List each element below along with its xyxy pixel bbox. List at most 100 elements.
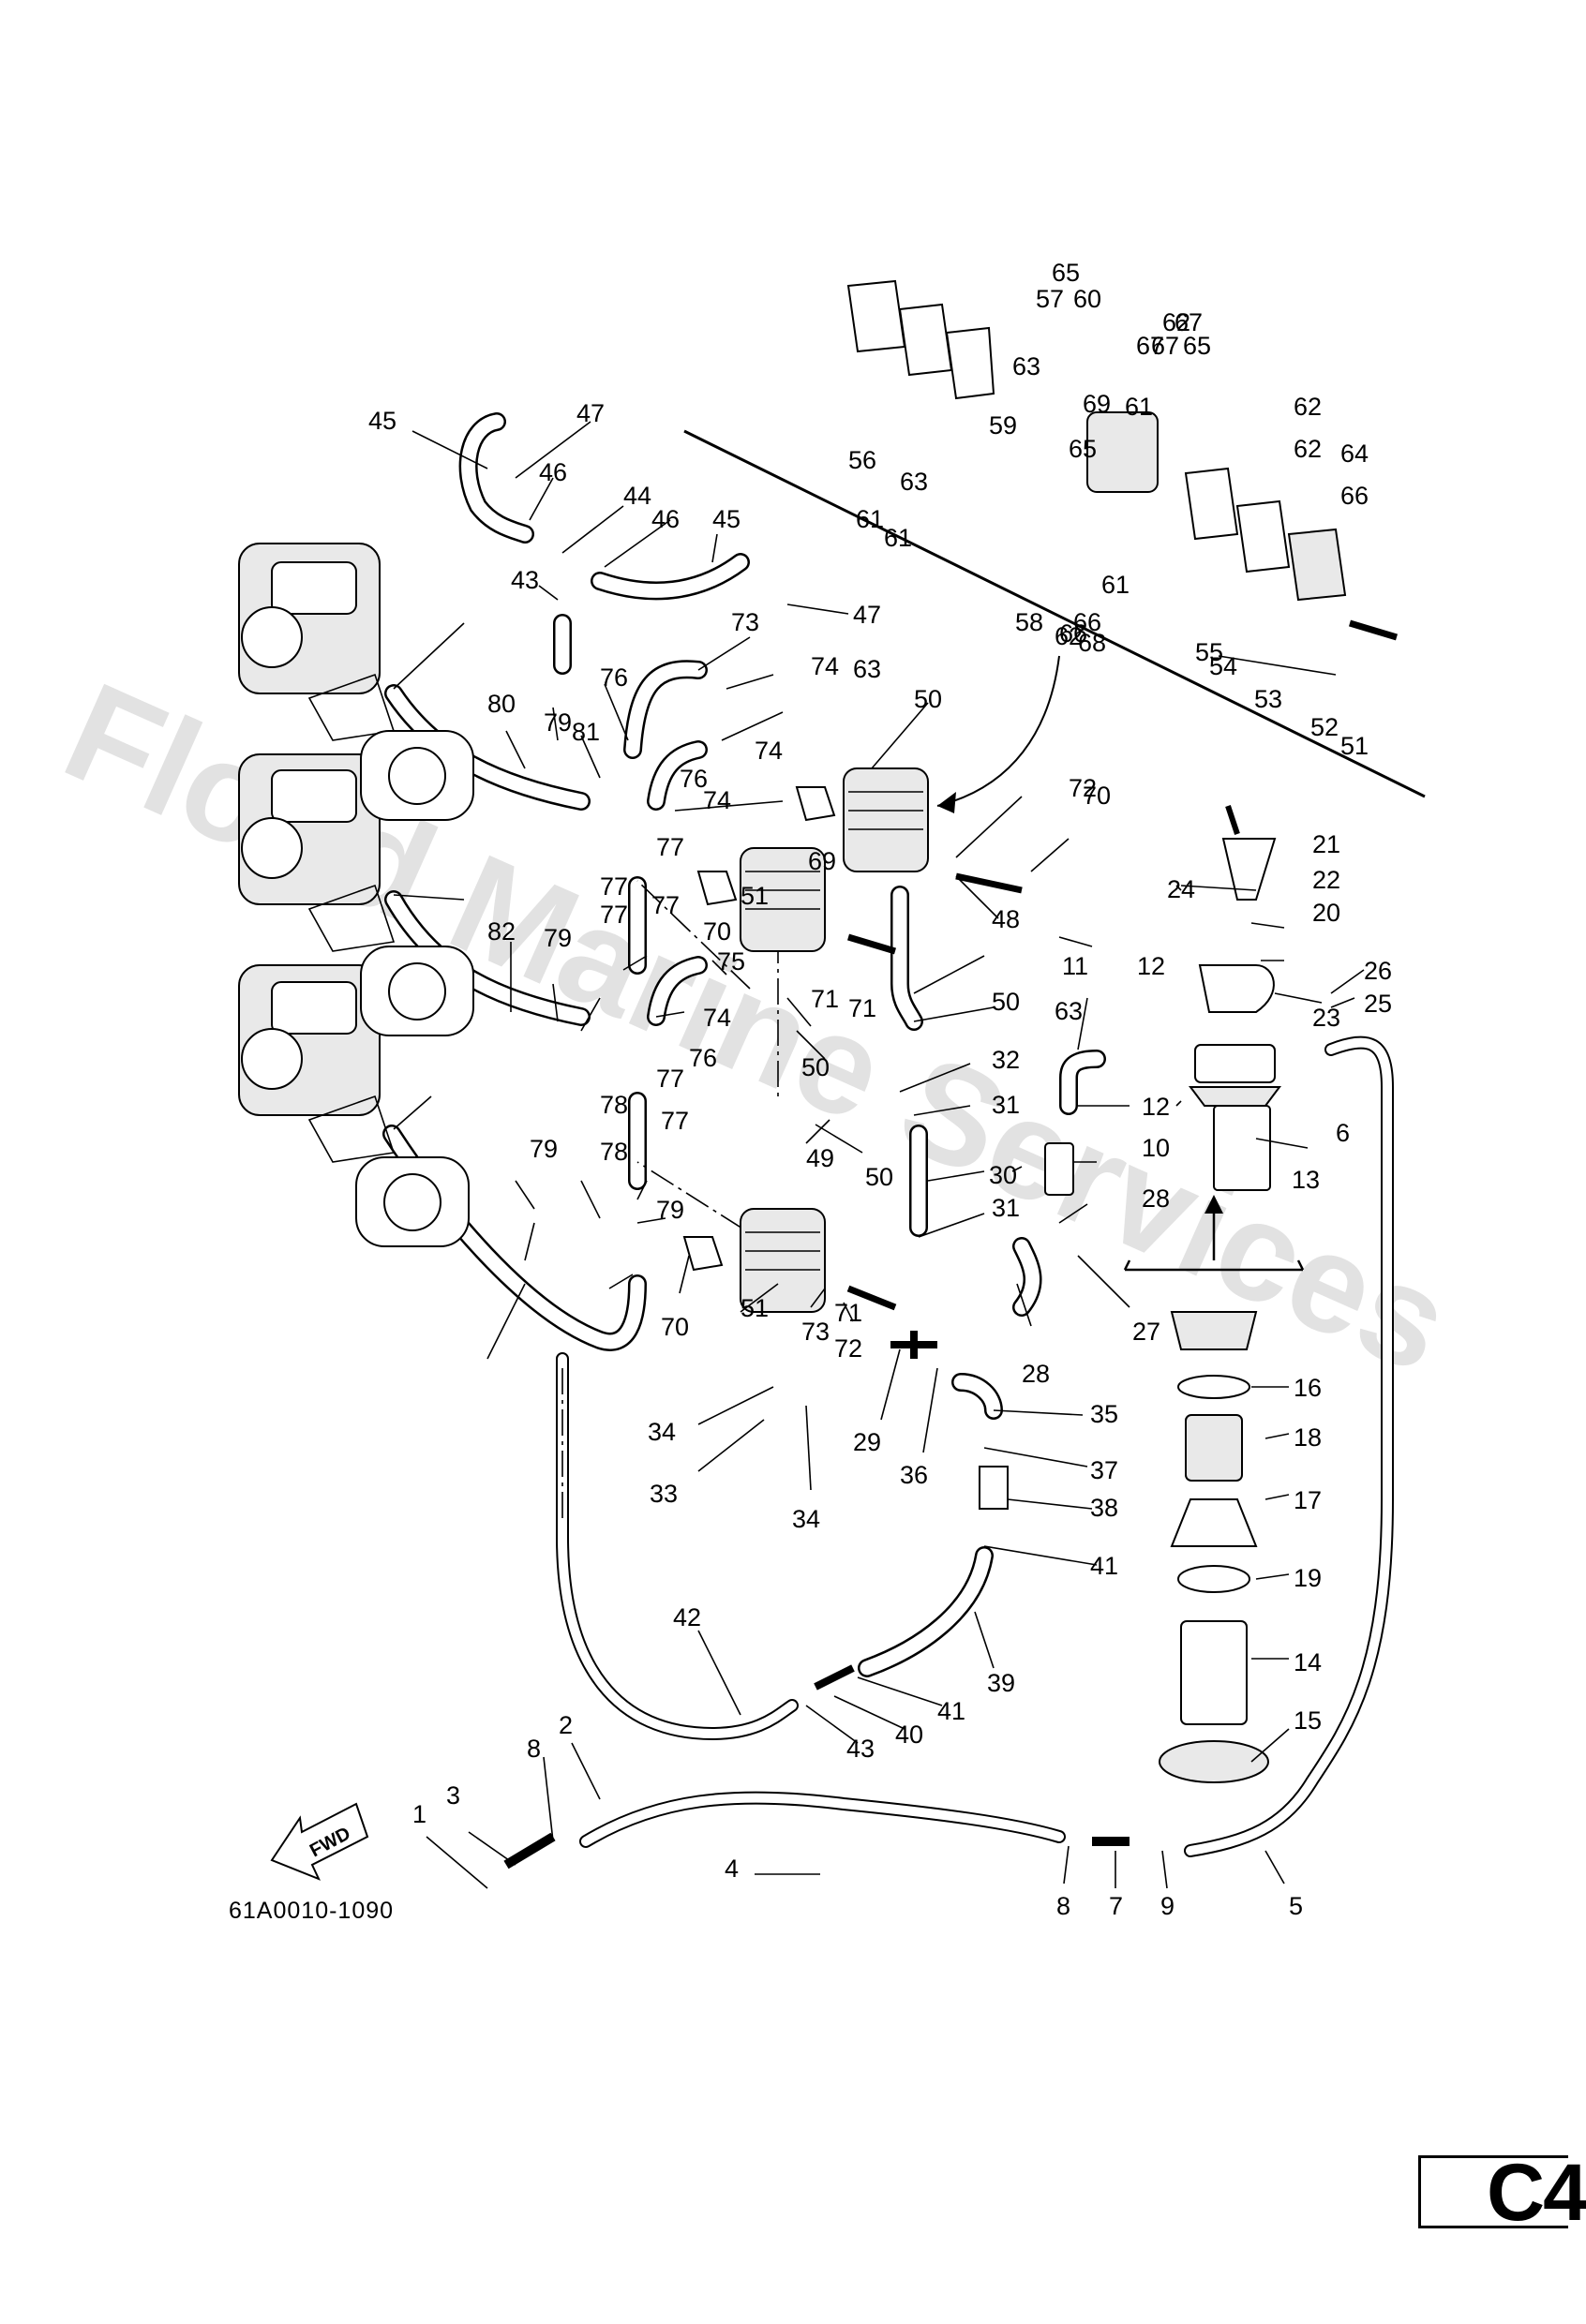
- callout: 71: [834, 1299, 862, 1327]
- callout: 53: [1254, 685, 1282, 713]
- callout: 66: [1073, 608, 1101, 636]
- callout: 17: [1294, 1486, 1322, 1514]
- callout: 50: [801, 1053, 830, 1081]
- callout: 68: [1078, 629, 1106, 657]
- callout: 65: [1183, 332, 1211, 360]
- callout: 77: [600, 872, 628, 901]
- callout: 40: [895, 1721, 923, 1749]
- callout: 47: [853, 601, 881, 629]
- callout: 61: [1125, 393, 1153, 421]
- callout: 41: [937, 1697, 965, 1725]
- callout: 79: [544, 924, 572, 952]
- callout: 79: [656, 1196, 684, 1224]
- callout: 47: [576, 399, 605, 427]
- callout: 44: [623, 482, 651, 510]
- callout: 76: [680, 765, 708, 793]
- callout: 69: [808, 847, 836, 875]
- callout: 14: [1294, 1648, 1322, 1676]
- callout: 8: [1056, 1892, 1070, 1920]
- callout: 74: [703, 1004, 731, 1032]
- callout: 15: [1294, 1706, 1322, 1735]
- callout: 62: [1294, 435, 1322, 463]
- fwd-arrow-icon: [270, 1802, 369, 1881]
- callout: 60: [1073, 285, 1101, 313]
- callout: 18: [1294, 1423, 1322, 1452]
- fittings-lower: FWD: [270, 1142, 1130, 1881]
- callout: 27: [1132, 1318, 1160, 1346]
- callout: 69: [1083, 390, 1111, 418]
- callout: 77: [600, 901, 628, 929]
- callout: 57: [1036, 285, 1064, 313]
- callout: 39: [987, 1669, 1015, 1697]
- callout: 38: [1090, 1494, 1118, 1522]
- callout: 71: [848, 994, 876, 1022]
- callout: 45: [368, 407, 396, 435]
- leader-lines: [393, 421, 1365, 1889]
- callout: 16: [1294, 1374, 1322, 1402]
- callout: 50: [865, 1163, 893, 1191]
- callout: 72: [1069, 774, 1097, 802]
- callout: 58: [1015, 608, 1043, 636]
- callout: 23: [1312, 1004, 1340, 1032]
- carburettors: [238, 543, 474, 1247]
- callout: 4: [725, 1855, 739, 1883]
- callout: 66: [1059, 619, 1087, 648]
- callout: 65: [1069, 435, 1097, 463]
- callout: 50: [914, 685, 942, 713]
- callout: 25: [1364, 990, 1392, 1018]
- callout: 77: [651, 891, 680, 919]
- callout: 37: [1090, 1456, 1118, 1484]
- callout: 54: [1209, 652, 1237, 680]
- callout: 31: [992, 1194, 1020, 1222]
- callout: 62: [1162, 308, 1190, 336]
- callout: 36: [900, 1461, 928, 1489]
- callout: 48: [992, 905, 1020, 933]
- callout: 31: [992, 1091, 1020, 1119]
- callout: 67: [1175, 308, 1203, 336]
- callout: 78: [600, 1091, 628, 1119]
- fuel-pump-exploded: [846, 279, 1399, 641]
- callout: 62: [1055, 622, 1083, 650]
- callout: 3: [446, 1781, 460, 1810]
- callout: 74: [703, 786, 731, 814]
- callout: 74: [755, 737, 783, 765]
- fuel-filter-assembly: [1159, 805, 1281, 1783]
- callout: 22: [1312, 866, 1340, 894]
- callout: 70: [703, 917, 731, 946]
- callout: 66: [1340, 482, 1369, 510]
- callout: 80: [487, 690, 516, 718]
- callout: 51: [741, 882, 769, 910]
- callout: 19: [1294, 1564, 1322, 1592]
- callout: 45: [712, 505, 741, 533]
- callout: 74: [811, 652, 839, 680]
- page-code-box: C4: [1418, 2153, 1586, 2233]
- callout: 8: [527, 1735, 541, 1763]
- callout: 49: [806, 1144, 834, 1172]
- callout: 26: [1364, 957, 1392, 985]
- callout: 32: [992, 1046, 1020, 1074]
- callout: 51: [741, 1294, 769, 1322]
- callout: 43: [511, 566, 539, 594]
- callout: 34: [648, 1418, 676, 1446]
- callout: 13: [1292, 1166, 1320, 1194]
- callout: 30: [989, 1161, 1017, 1189]
- callout: 55: [1195, 638, 1223, 666]
- callout: 9: [1160, 1892, 1175, 1920]
- callout: 63: [900, 468, 928, 496]
- callout: 43: [846, 1735, 875, 1763]
- callout: 7: [1109, 1892, 1123, 1920]
- callout: 59: [989, 411, 1017, 439]
- callout: 12: [1142, 1093, 1170, 1121]
- callout: 75: [717, 947, 745, 976]
- fuel-pumps: [682, 767, 1023, 1313]
- callout: 67: [1136, 332, 1164, 360]
- callout: 65: [1052, 259, 1080, 287]
- callout: 81: [572, 718, 600, 746]
- callout: 21: [1312, 830, 1340, 858]
- callout: 73: [801, 1318, 830, 1346]
- callout: 62: [1294, 393, 1322, 421]
- callout: 72: [834, 1334, 862, 1363]
- callout: 6: [1336, 1119, 1350, 1147]
- callout: 77: [656, 1065, 684, 1093]
